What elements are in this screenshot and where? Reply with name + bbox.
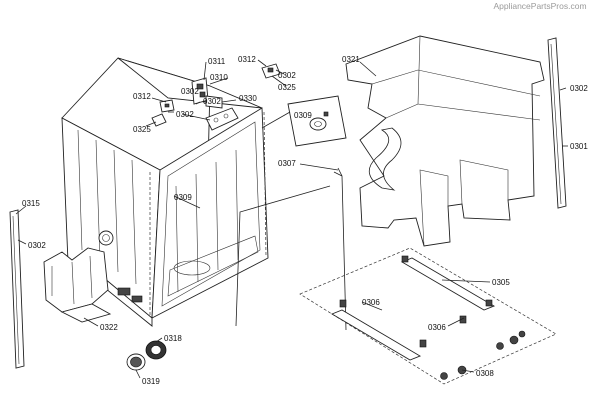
insulation-blanket-0321 [345, 35, 545, 247]
trim-strip-0301 [547, 37, 567, 209]
callout-0309-tub: 0309 [174, 193, 192, 202]
callout-0308: 0308 [476, 369, 494, 378]
base-cover-0322 [43, 247, 112, 323]
detail-box-0309 [287, 95, 347, 147]
callout-0321: 0321 [342, 55, 360, 64]
grommet-0318 [145, 340, 167, 360]
rail-0306 [330, 299, 467, 361]
bracket-0330 [205, 107, 239, 131]
callout-0301: 0301 [570, 142, 588, 151]
rail-0305 [400, 255, 496, 311]
callout-0309-box: 0309 [294, 111, 312, 120]
callout-0302-lower-left: 0302 [28, 241, 46, 250]
callout-0306-right: 0306 [428, 323, 446, 332]
gasket-0307 [235, 167, 347, 331]
roller-set-0308 [440, 330, 526, 380]
callout-0319: 0319 [142, 377, 160, 386]
callout-0305: 0305 [492, 278, 510, 287]
callout-0312-left: 0312 [133, 92, 151, 101]
bracket-0312-center [261, 63, 281, 79]
callout-0302-bracket: 0302 [203, 97, 221, 106]
callout-0306-left: 0306 [362, 298, 380, 307]
top-bracket-0310 [191, 77, 223, 109]
callout-0302-top: 0302 [181, 87, 199, 96]
rail-mounting-plate [299, 247, 557, 385]
callout-0302-right: 0302 [570, 84, 588, 93]
callout-0312-center: 0312 [238, 55, 256, 64]
bracket-0312-left [151, 99, 175, 127]
callout-0311: 0311 [208, 57, 226, 66]
callout-0310: 0310 [210, 73, 228, 82]
callout-0307: 0307 [278, 159, 296, 168]
callout-0302-center: 0302 [278, 71, 296, 80]
leader-0309-box [261, 111, 291, 129]
callout-0315: 0315 [22, 199, 40, 208]
watermark: AppliancePartsPros.com [493, 1, 586, 11]
trim-strip-0315 [9, 209, 25, 369]
callout-0318: 0318 [164, 334, 182, 343]
ring-0319 [126, 353, 146, 371]
callout-0322: 0322 [100, 323, 118, 332]
callout-0302-left: 0302 [176, 110, 194, 119]
leader-lines [15, 59, 568, 379]
callout-labels: 0311 0310 0312 0302 0302 0330 0302 0325 … [22, 55, 588, 386]
callout-0330: 0330 [239, 94, 257, 103]
callout-0325-left: 0325 [133, 125, 151, 134]
callout-0325-center: 0325 [278, 83, 296, 92]
